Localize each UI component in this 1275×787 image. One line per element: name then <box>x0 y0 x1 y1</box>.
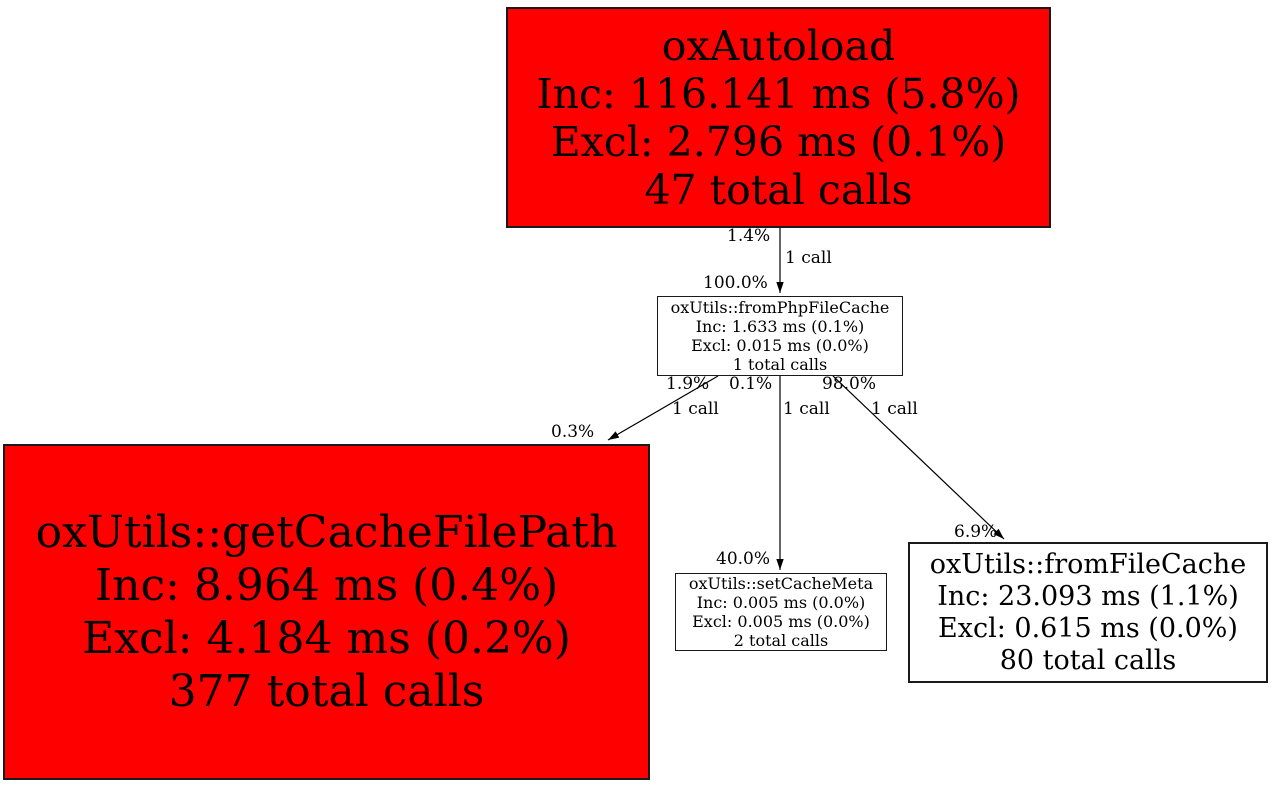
node-oxutils-setcachemeta: oxUtils::setCacheMeta Inc: 0.005 ms (0.0… <box>675 573 887 651</box>
node-exclusive-time: Excl: 0.615 ms (0.0%) <box>938 612 1238 644</box>
edge-source-percent: 1.9% <box>666 374 710 394</box>
node-exclusive-time: Excl: 0.005 ms (0.0%) <box>692 612 870 631</box>
edge-call-count: 1 call <box>785 248 832 268</box>
node-function-name: oxUtils::fromPhpFileCache <box>670 298 890 317</box>
node-inclusive-time: Inc: 1.633 ms (0.1%) <box>695 317 865 336</box>
node-function-name: oxAutoload <box>661 21 896 70</box>
node-inclusive-time: Inc: 116.141 ms (5.8%) <box>536 69 1021 118</box>
node-total-calls: 80 total calls <box>999 644 1177 676</box>
node-total-calls: 2 total calls <box>733 631 829 650</box>
node-oxutils-getcachefilepath: oxUtils::getCacheFilePath Inc: 8.964 ms … <box>3 444 650 780</box>
node-function-name: oxUtils::getCacheFilePath <box>35 507 618 558</box>
edge-call-count: 1 call <box>871 399 918 419</box>
node-exclusive-time: Excl: 2.796 ms (0.1%) <box>550 117 1007 166</box>
edge-source-percent: 1.4% <box>727 226 771 246</box>
node-oxutils-fromfilecache: oxUtils::fromFileCache Inc: 23.093 ms (1… <box>908 542 1268 683</box>
node-exclusive-time: Excl: 4.184 ms (0.2%) <box>82 613 571 664</box>
node-total-calls: 47 total calls <box>644 165 913 214</box>
node-total-calls: 1 total calls <box>732 355 828 374</box>
edge-source-percent: 0.1% <box>729 374 773 394</box>
node-exclusive-time: Excl: 0.015 ms (0.0%) <box>691 336 869 355</box>
node-function-name: oxUtils::setCacheMeta <box>688 574 874 593</box>
edge-target-percent: 6.9% <box>954 522 998 542</box>
edge-target-percent: 0.3% <box>551 422 595 442</box>
node-oxautoload: oxAutoload Inc: 116.141 ms (5.8%) Excl: … <box>506 7 1051 228</box>
node-function-name: oxUtils::fromFileCache <box>929 548 1247 580</box>
node-inclusive-time: Inc: 23.093 ms (1.1%) <box>937 580 1239 612</box>
edge-fromphpfilecache-to-getcachefilepath <box>607 375 719 441</box>
node-total-calls: 377 total calls <box>168 666 485 717</box>
node-inclusive-time: Inc: 0.005 ms (0.0%) <box>696 593 866 612</box>
edge-target-percent: 40.0% <box>716 549 771 569</box>
edge-fromphpfilecache-to-fromfilecache <box>832 375 1005 540</box>
edge-call-count: 1 call <box>783 399 830 419</box>
edge-target-percent: 100.0% <box>703 273 768 293</box>
edge-call-count: 1 call <box>672 399 719 419</box>
edge-source-percent: 98.0% <box>822 374 877 394</box>
node-oxutils-fromphpfilecache: oxUtils::fromPhpFileCache Inc: 1.633 ms … <box>657 296 903 376</box>
node-inclusive-time: Inc: 8.964 ms (0.4%) <box>94 560 559 611</box>
